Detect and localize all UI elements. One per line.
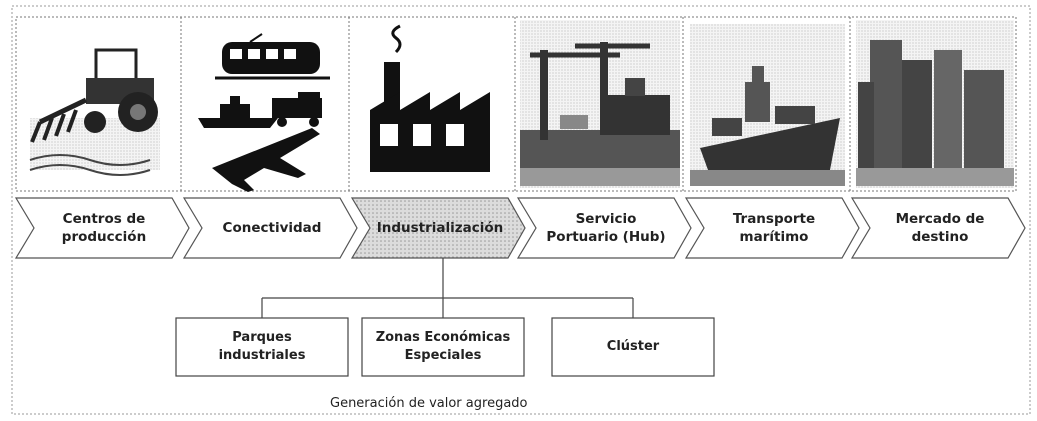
sub-label-parques: Parques industriales	[218, 330, 306, 363]
chevron-step-1	[14, 197, 190, 259]
sub-item-boxes	[175, 317, 715, 377]
factory-icon	[370, 24, 490, 172]
sub-label-zonas: Zonas Económicas Especiales	[375, 330, 511, 363]
outer-frame	[11, 5, 1031, 415]
step-label-servicio-portuario: Servicio Portuario (Hub)	[546, 211, 666, 245]
sub-box-zonas	[361, 317, 525, 377]
chevron-row	[14, 197, 1026, 259]
step-label-industrializacion: Industrialización	[376, 220, 504, 236]
step-label-transporte: Transporte marítimo	[732, 211, 816, 245]
tractor-icon	[29, 48, 160, 176]
transport-icon	[198, 33, 330, 192]
sub-box-cluster	[551, 317, 715, 377]
step-label-conectividad: Conectividad	[222, 220, 322, 236]
chevron-step-2	[182, 197, 358, 259]
port-icon	[520, 20, 680, 188]
sub-box-parques	[175, 317, 349, 377]
ship-icon	[690, 24, 845, 186]
caption: Generación de valor agregado	[330, 396, 528, 411]
connector-lines	[261, 258, 634, 318]
chevron-step-4	[516, 197, 692, 259]
city-icon	[856, 20, 1014, 188]
image-panels	[15, 16, 1017, 192]
chevron-step-5	[684, 197, 860, 259]
chevron-step-3	[350, 197, 526, 259]
chevron-step-6	[850, 197, 1026, 259]
sub-label-cluster: Clúster	[606, 339, 660, 354]
step-label-mercado: Mercado de destino	[895, 211, 985, 245]
step-label-centros: Centros de producción	[61, 211, 147, 245]
